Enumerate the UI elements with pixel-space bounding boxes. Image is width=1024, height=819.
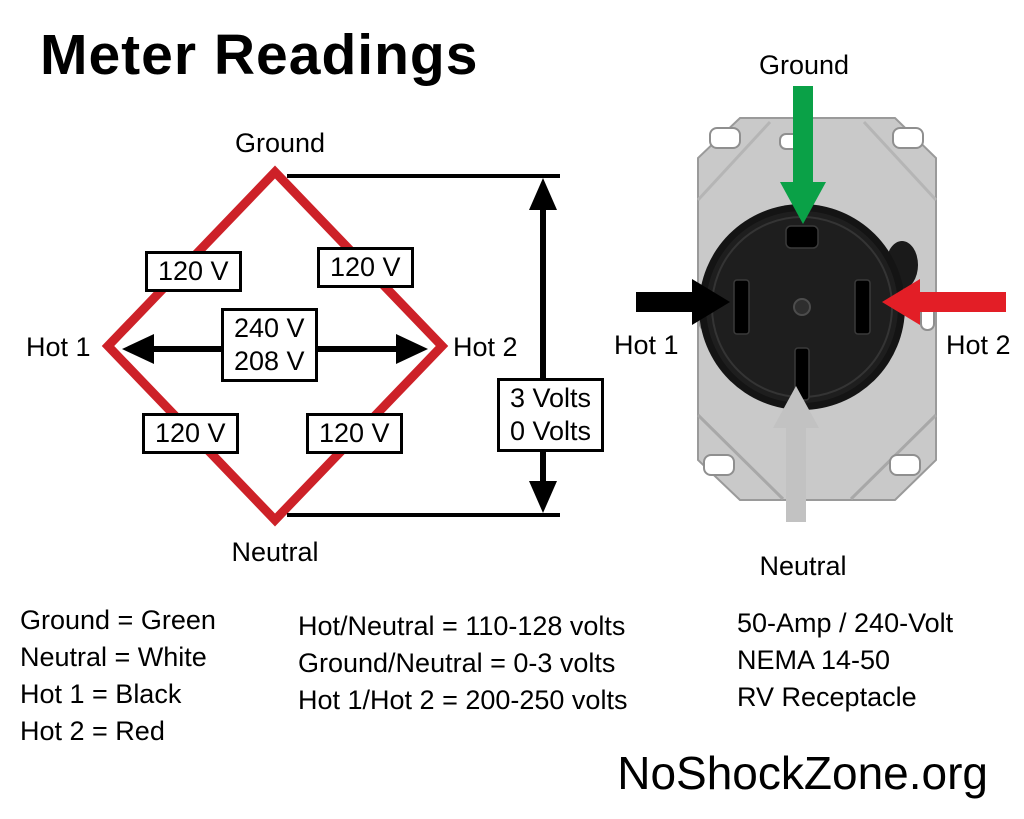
screw-hole-top-left	[709, 127, 741, 149]
legend-hot-neutral-range: Hot/Neutral = 110-128 volts	[298, 611, 626, 641]
page-title: Meter Readings	[40, 23, 479, 87]
receptacle-neutral-label: Neutral	[759, 551, 847, 581]
voltage-box-top-left: 120 V	[145, 251, 242, 292]
diamond-hot1-label: Hot 1	[26, 332, 91, 362]
hot2-slot	[854, 279, 871, 335]
legend-receptacle-info: 50-Amp / 240-Volt NEMA 14-50 RV Receptac…	[737, 605, 953, 716]
receptacle-body	[699, 204, 918, 410]
center-voltage-line1: 240 V	[234, 313, 305, 343]
receptacle-hot1-label: Hot 1	[614, 330, 679, 360]
diamond-neutral-label: Neutral	[231, 537, 319, 567]
receptacle-ground-label: Ground	[758, 50, 850, 80]
diamond-hot2-label: Hot 2	[453, 332, 518, 362]
legend-hot2-color: Hot 2 = Red	[20, 716, 165, 746]
screw-hole-top-right	[892, 127, 924, 149]
legend-ground-color: Ground = Green	[20, 605, 216, 635]
legend-wire-colors: Ground = Green Neutral = White Hot 1 = B…	[20, 602, 216, 750]
legend-hot1-hot2-range: Hot 1/Hot 2 = 200-250 volts	[298, 685, 628, 715]
measure-volts-box: 3 Volts 0 Volts	[497, 378, 605, 452]
measure-volts-line1: 3 Volts	[510, 383, 592, 413]
receptacle-use: RV Receptacle	[737, 682, 917, 712]
receptacle-hot2-label: Hot 2	[946, 330, 1011, 360]
center-voltage-box: 240 V 208 V	[221, 308, 318, 382]
neutral-arrow	[773, 386, 819, 522]
voltage-box-bottom-right: 120 V	[306, 413, 403, 454]
screw-hole-bottom-left	[703, 454, 735, 476]
center-screw	[793, 298, 811, 316]
measure-volts-line2: 0 Volts	[510, 416, 592, 446]
receptacle-nema-type: NEMA 14-50	[737, 645, 891, 675]
site-credit: NoShockZone.org	[617, 747, 988, 799]
hot2-arrow	[882, 279, 1006, 325]
hot1-slot	[733, 279, 750, 335]
screw-hole-bottom-right	[889, 454, 921, 476]
legend-ground-neutral-range: Ground/Neutral = 0-3 volts	[298, 648, 616, 678]
hot1-arrow	[636, 279, 730, 325]
ground-slot	[785, 225, 819, 249]
voltage-box-top-right: 120 V	[317, 247, 414, 288]
legend-neutral-color: Neutral = White	[20, 642, 207, 672]
legend-voltage-ranges: Hot/Neutral = 110-128 volts Ground/Neutr…	[298, 608, 627, 719]
voltage-box-bottom-left: 120 V	[142, 413, 239, 454]
legend-hot1-color: Hot 1 = Black	[20, 679, 182, 709]
receptacle-rating: 50-Amp / 240-Volt	[737, 608, 954, 638]
diamond-ground-label: Ground	[234, 128, 326, 158]
center-voltage-line2: 208 V	[234, 346, 305, 376]
ground-arrow	[780, 86, 826, 224]
